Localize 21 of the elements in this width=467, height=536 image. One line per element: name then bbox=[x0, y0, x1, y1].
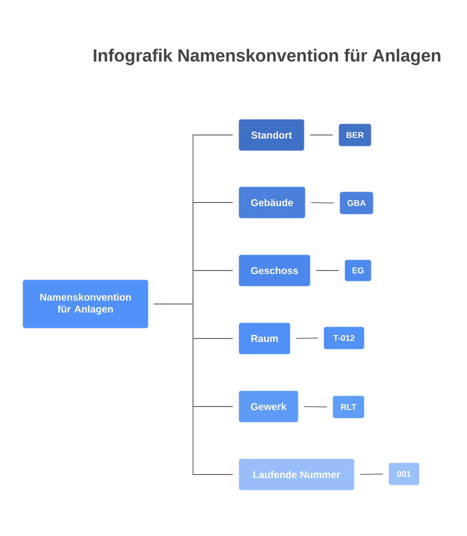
category-box: Laufende Nummer bbox=[238, 458, 354, 490]
code-box: T-012 bbox=[324, 326, 364, 350]
code-box: GBA bbox=[340, 192, 374, 214]
code-box: BER bbox=[338, 124, 372, 146]
title: Infografik Namenskonvention für Anlagen bbox=[94, 48, 440, 66]
connector-line bbox=[360, 474, 384, 475]
connector-line bbox=[310, 134, 334, 136]
category-box: Gewerk bbox=[238, 390, 298, 422]
connector-line bbox=[316, 270, 340, 271]
connector-line bbox=[154, 304, 234, 475]
root-box: Namenskonvention für Anlagen bbox=[22, 280, 148, 328]
category-box: Raum bbox=[238, 322, 290, 354]
category-box: Geschoss bbox=[238, 254, 310, 286]
code-box: 001 bbox=[388, 462, 420, 486]
connector-line bbox=[310, 202, 334, 204]
category-box: Gebäude bbox=[238, 186, 306, 218]
connector-line bbox=[304, 406, 328, 408]
category-box: Standort bbox=[238, 119, 304, 151]
code-box: RLT bbox=[332, 396, 364, 418]
code-box: EG bbox=[344, 260, 372, 282]
connector-line bbox=[296, 338, 318, 339]
